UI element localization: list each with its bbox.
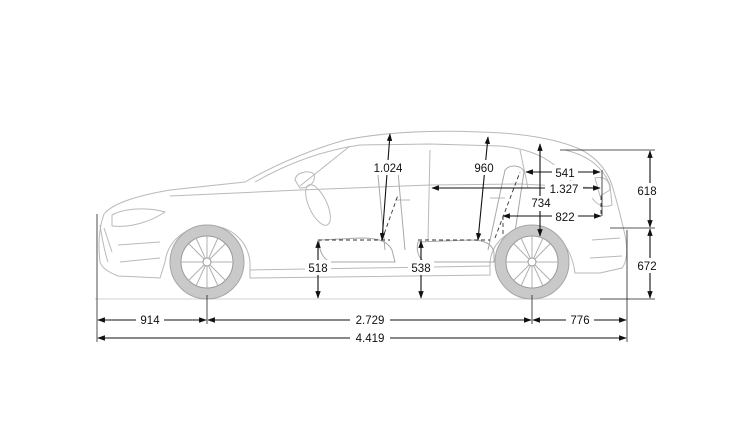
label-trunk-depth: 734 [531, 198, 551, 210]
side-mirror [294, 171, 315, 189]
label-wheelbase: 2.729 [356, 315, 385, 327]
front-bumper [117, 241, 161, 263]
window-line [254, 143, 576, 186]
front-grille [99, 224, 113, 263]
dimension-labels: 914 2.729 776 4.419 1.024 960 518 538 54… [136, 160, 660, 345]
c-pillar [519, 149, 529, 189]
label-front-headroom: 1.024 [374, 163, 403, 175]
interior-dimensions [315, 133, 491, 299]
front-wheel [169, 224, 245, 300]
label-trunk-length-top: 541 [555, 168, 574, 180]
rear-bumper [589, 237, 623, 259]
lower-sill [249, 265, 491, 271]
dim-front-headroom [379, 133, 393, 241]
trunk-outline [502, 196, 602, 236]
label-trunk-length-mid: 822 [555, 212, 574, 224]
extension-lines [96, 149, 655, 342]
front-hub [202, 257, 212, 267]
label-front-seat-height: 518 [308, 263, 327, 275]
rear-hub [527, 257, 537, 267]
label-rear-headroom: 960 [474, 163, 493, 175]
label-trunk-height: 618 [637, 186, 656, 198]
front-seat [319, 167, 406, 263]
headlight [111, 208, 167, 227]
taillight [594, 177, 611, 197]
label-overall-length: 4.419 [356, 333, 385, 345]
label-trunk-length-floor: 1.327 [550, 184, 579, 196]
label-front-overhang: 914 [140, 315, 160, 327]
rear-hatch [564, 149, 613, 207]
b-pillar [427, 149, 431, 241]
rear-wheel [494, 224, 570, 300]
rear-seat-backrest-line [494, 171, 521, 239]
label-rear-overhang: 776 [570, 315, 589, 327]
label-rear-seat-height: 538 [411, 263, 430, 275]
label-loading-sill-height: 672 [637, 261, 656, 273]
a-pillar [299, 145, 351, 187]
steering-wheel [305, 184, 331, 226]
